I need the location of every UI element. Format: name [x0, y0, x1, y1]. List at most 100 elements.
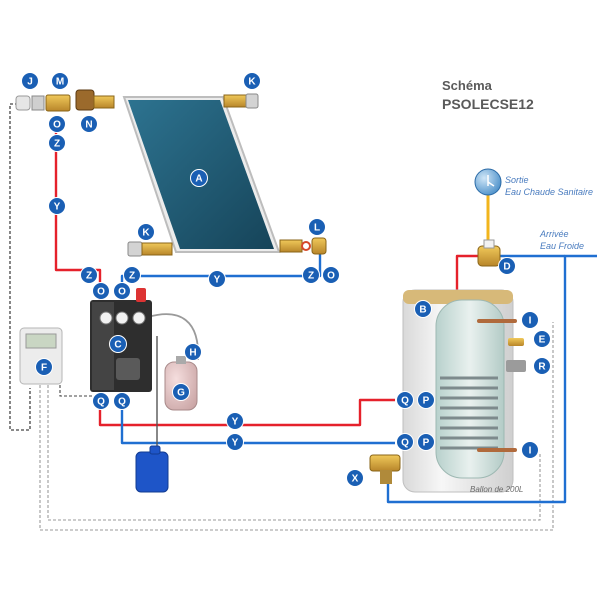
sensor-well-bottom [477, 448, 517, 452]
marker-y1-label: Y [54, 202, 61, 213]
marker-q4-label: Q [401, 438, 409, 449]
marker-p1-badge [417, 391, 435, 409]
marker-z1-label: Z [54, 139, 60, 150]
marker-r-label: R [538, 362, 546, 373]
marker-h-label: H [189, 348, 196, 359]
marker-a-label: A [195, 174, 202, 185]
marker-l-label: L [314, 223, 320, 234]
marker-y2-badge [208, 270, 226, 288]
fitting-top-right-cap [245, 93, 259, 109]
marker-q1-badge [92, 392, 110, 410]
sensor-wire-tank-low [47, 380, 541, 521]
marker-g-badge [172, 383, 190, 401]
marker-x-label: X [352, 474, 359, 485]
marker-z3-label: Z [129, 271, 135, 282]
cold-water-inlet-label-line1: Arrivée [540, 229, 569, 239]
marker-d-label: D [503, 262, 510, 273]
hot-water-tank-outlet [455, 254, 480, 290]
marker-y3-label: Y [232, 417, 239, 428]
sensor-well-top [477, 319, 517, 323]
marker-z3-badge [123, 266, 141, 284]
pump-body [116, 358, 140, 380]
marker-q3-badge [396, 391, 414, 409]
heater-element-r [506, 360, 526, 372]
controller-to-station-wire [59, 380, 92, 397]
marker-o3-label: O [97, 287, 105, 298]
marker-z4-badge [302, 266, 320, 284]
hot-water-outlet-label: Sortie Eau Chaude Sanitaire [505, 174, 593, 198]
fitting-elbow-l [311, 237, 327, 255]
marker-y1-badge [48, 197, 66, 215]
marker-e-badge [533, 330, 551, 348]
fitting-bottom-left-nipple [141, 242, 173, 256]
marker-q4-badge [396, 433, 414, 451]
marker-k1-label: K [248, 77, 256, 88]
gauge-left [99, 311, 113, 325]
marker-z1-badge [48, 134, 66, 152]
marker-i2-badge [521, 441, 539, 459]
marker-c-badge [109, 335, 127, 353]
marker-h-badge [184, 343, 202, 361]
marker-f-badge [35, 358, 53, 376]
cold-water-inlet-label: Arrivée Eau Froide [540, 228, 584, 252]
marker-b-badge [414, 300, 432, 318]
marker-m-label: M [56, 77, 64, 88]
marker-q2-badge [113, 392, 131, 410]
fitting-valve-n [75, 89, 95, 111]
cold-water-inlet [386, 254, 597, 504]
marker-i1-badge [521, 311, 539, 329]
marker-o2-badge [322, 266, 340, 284]
marker-i1-label: I [529, 316, 532, 327]
cold-water-inlet-label-line2: Eau Froide [540, 241, 585, 251]
marker-k2-label: K [142, 228, 150, 239]
gauge-right [132, 311, 146, 325]
marker-e-label: E [539, 335, 546, 346]
marker-p1-label: P [423, 396, 430, 407]
fitting-top-right-k [223, 94, 247, 108]
marker-c-label: C [114, 340, 121, 351]
sensor-wire-tank-high [39, 322, 554, 531]
heat-exchanger-coil [440, 376, 498, 450]
marker-f-label: F [41, 363, 47, 374]
marker-o2-label: O [327, 271, 335, 282]
marker-m-badge [51, 72, 69, 90]
controller-screen [25, 333, 57, 349]
solar-controller [19, 327, 63, 385]
marker-z4-label: Z [308, 271, 314, 282]
fitting-valve-j [15, 95, 31, 111]
tank-capacity-label: Ballon de 200L [470, 485, 524, 494]
marker-z2-label: Z [86, 271, 92, 282]
outlet-thermometer [474, 168, 502, 196]
marker-o1-badge [48, 115, 66, 133]
hot-pipe-to-tank [98, 396, 395, 427]
safety-valve [136, 288, 146, 302]
marker-o1-label: O [53, 120, 61, 131]
marker-p2-label: P [423, 438, 430, 449]
gauge-middle [115, 311, 129, 325]
diagram-title: Schéma [442, 78, 492, 93]
drain-canister [135, 445, 169, 493]
fitting-bottom-right-nipple [279, 239, 303, 253]
mixing-valve [477, 239, 501, 267]
storage-tank [402, 289, 526, 493]
marker-q2-label: Q [118, 397, 126, 408]
marker-r-badge [533, 357, 551, 375]
fitting-tee-m [45, 94, 71, 112]
marker-n-label: N [85, 120, 92, 131]
marker-k2-badge [137, 223, 155, 241]
marker-y2-label: Y [214, 275, 221, 286]
fitting-nipple-n [93, 95, 115, 109]
fitting-bottom-left-k [127, 241, 143, 257]
marker-y4-badge [226, 433, 244, 451]
marker-j-badge [21, 72, 39, 90]
marker-p2-badge [417, 433, 435, 451]
marker-x-badge [346, 469, 364, 487]
marker-l-badge [308, 218, 326, 236]
marker-o4-label: O [118, 287, 126, 298]
safety-group [369, 454, 401, 484]
fitting-nut-m [31, 95, 45, 111]
marker-g-label: G [177, 388, 185, 399]
anode-e [508, 338, 524, 346]
fitting-bottom-right-ring [301, 241, 311, 251]
